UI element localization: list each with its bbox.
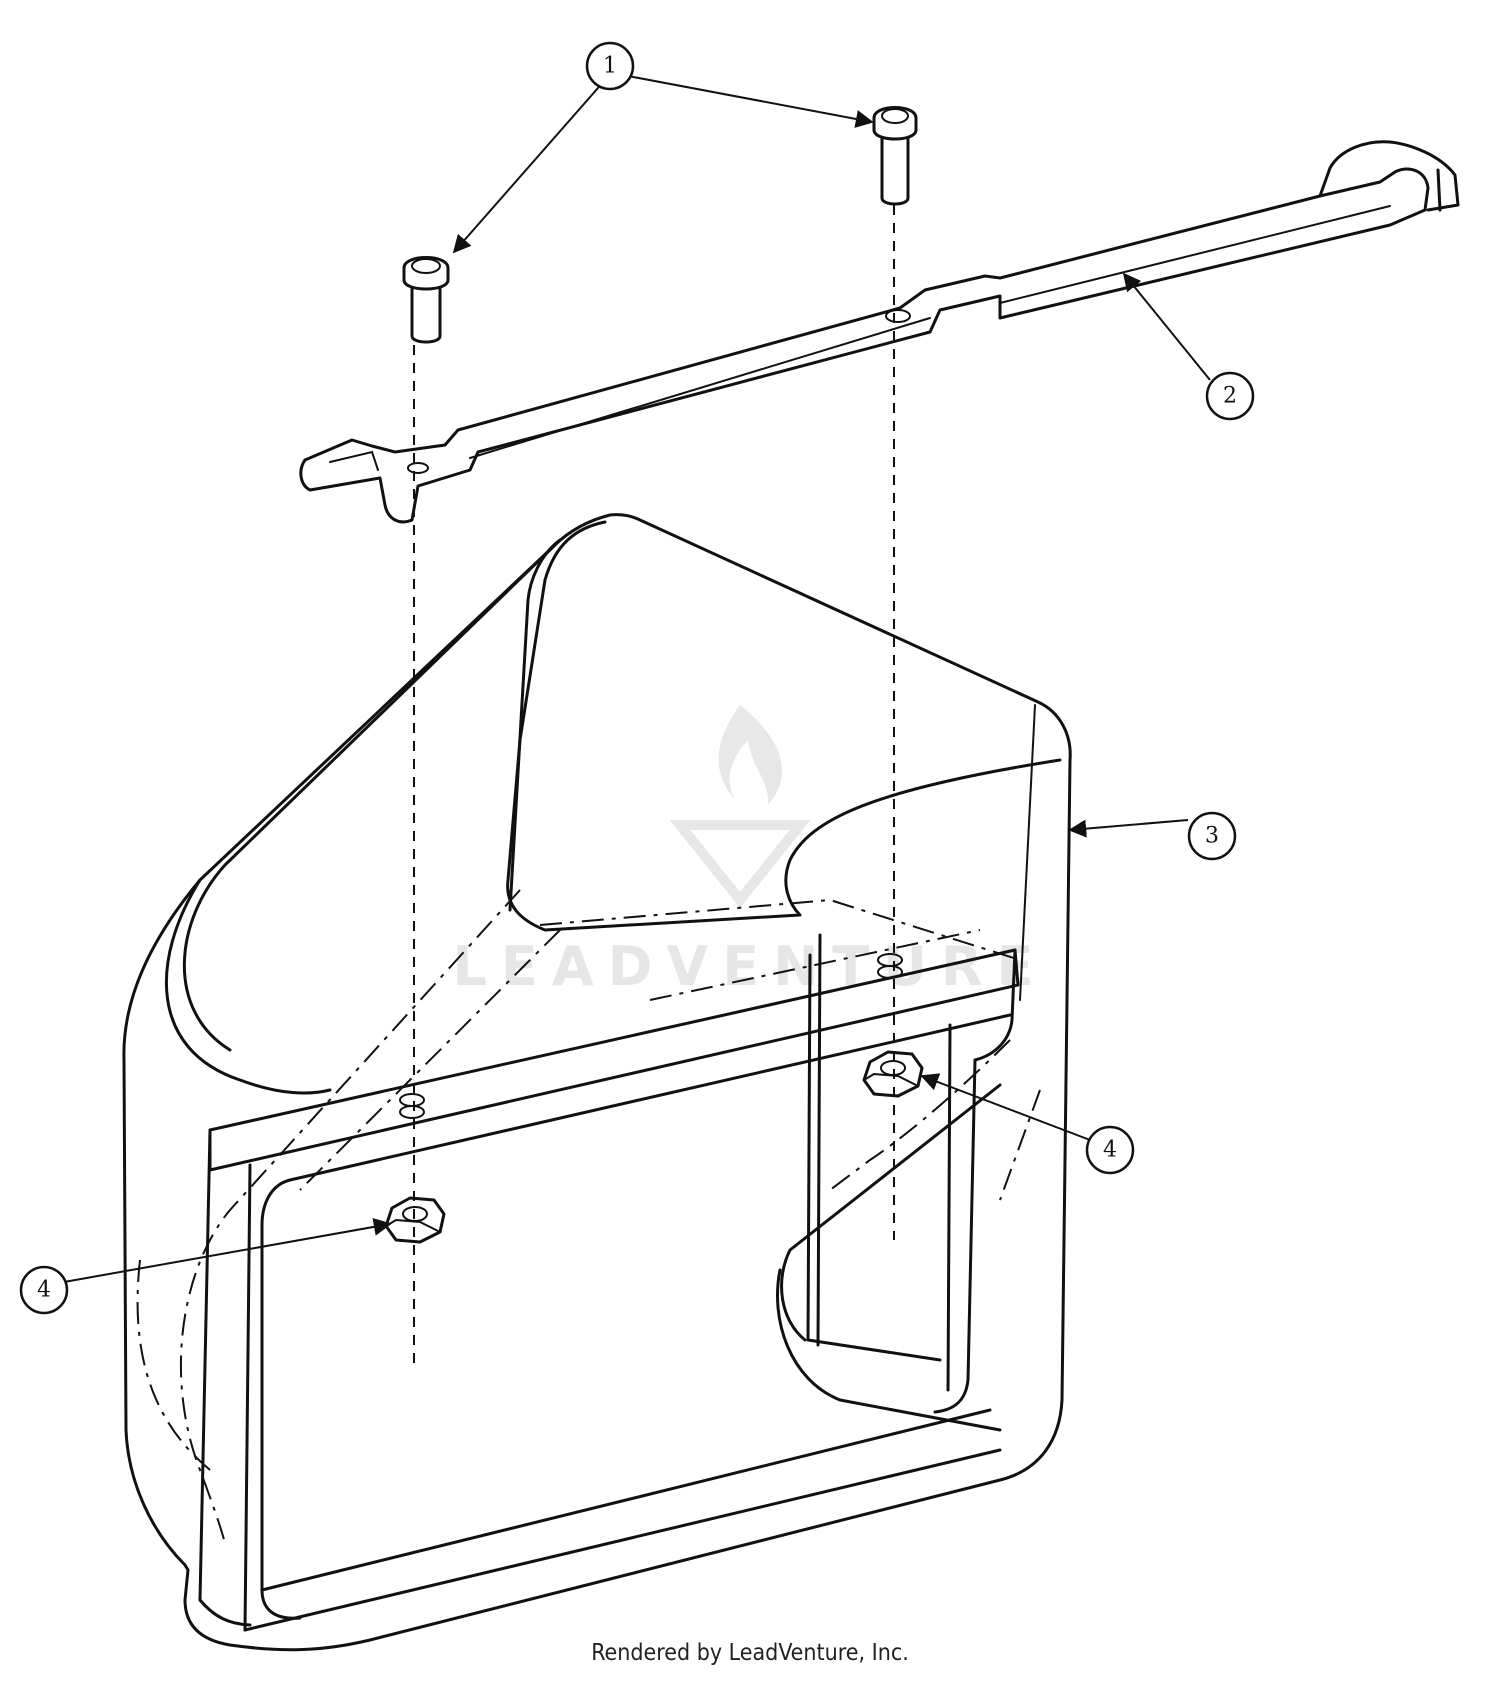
callout-2-label: 2 [1223,384,1237,409]
callout-leaders [63,75,1211,1283]
callout-4-right-label: 4 [1103,1138,1117,1163]
callout-2: 2 [1205,371,1255,421]
part-housing [122,513,1072,1652]
part-bolt-left [402,256,450,344]
render-credit: Rendered by LeadVenture, Inc. [591,1640,909,1666]
watermark-brand: LEADVENTURE [453,935,1048,998]
part-hex-nut-right [862,1050,924,1098]
flame-logo-icon [669,705,811,909]
callout-3-label: 3 [1205,824,1219,849]
callout-4-right: 4 [1085,1125,1135,1175]
callout-1-label: 1 [603,54,617,79]
part-bolt-right [872,106,918,206]
watermark: LEADVENTURE [453,705,1048,998]
callout-4-left-label: 4 [37,1278,51,1303]
callout-3: 3 [1187,811,1237,861]
part-support-bar [299,140,1460,524]
callout-4-left: 4 [19,1265,69,1315]
callout-1: 1 [585,41,635,91]
